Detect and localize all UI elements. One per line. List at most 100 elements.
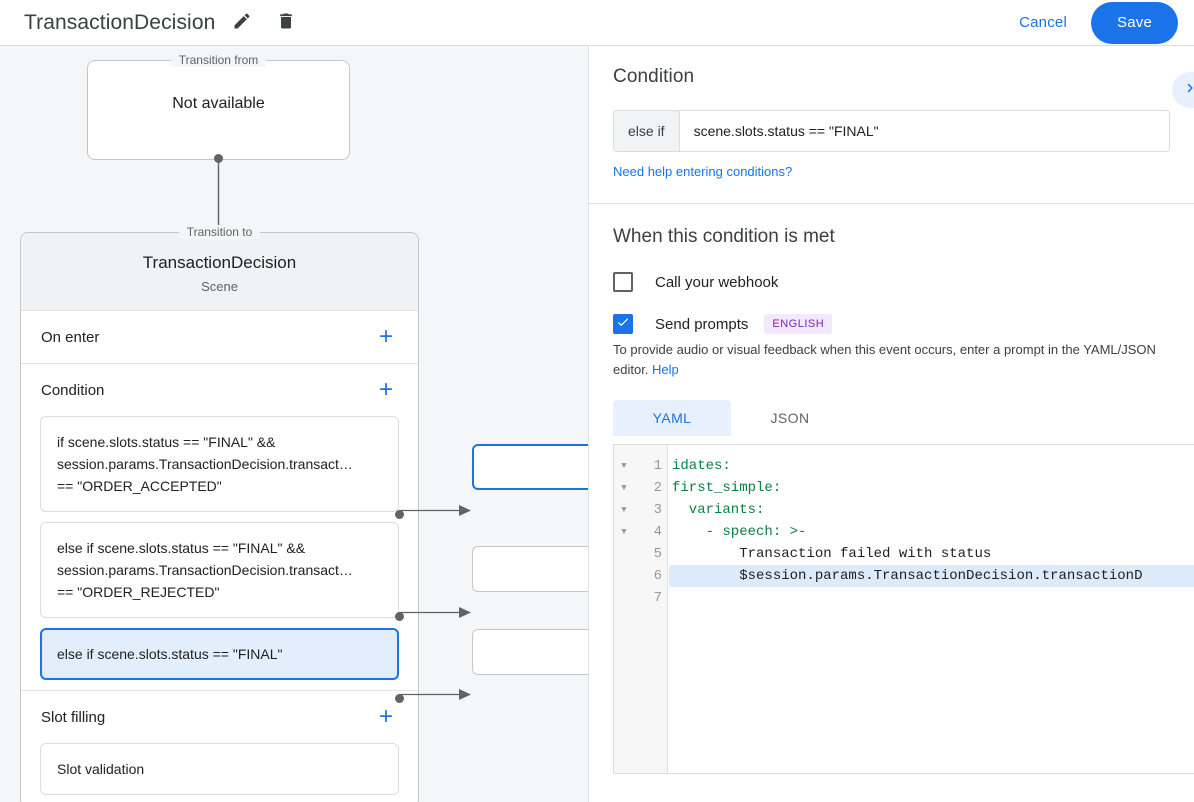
delete-button[interactable]: [269, 6, 303, 40]
condition-item-0-line3: == "ORDER_ACCEPTED": [57, 478, 222, 494]
add-condition-button[interactable]: +: [378, 376, 393, 403]
code-line-2[interactable]: first_simple:: [672, 480, 782, 496]
condition-item-0-line1: if scene.slots.status == "FINAL" &&: [57, 434, 276, 450]
transition-from-box: Transition from Not available: [87, 53, 350, 160]
code-line-5[interactable]: Transaction failed with status: [672, 546, 992, 562]
section-condition-head: Condition +: [21, 364, 418, 416]
help-link[interactable]: Help: [652, 362, 679, 377]
slot-validation-item[interactable]: Slot validation: [40, 743, 399, 795]
fold-toggles[interactable]: ▼ ▼ ▼ ▼: [614, 455, 634, 609]
fold-toggle-4[interactable]: ▼: [621, 527, 627, 537]
condition-item-2-line1: else if scene.slots.status == "FINAL": [57, 646, 283, 662]
connector-dot-2: [395, 694, 404, 703]
code-line-3[interactable]: variants:: [672, 502, 765, 518]
condition-expression-input[interactable]: [679, 111, 1169, 151]
code-line-1[interactable]: idates:: [672, 458, 731, 474]
scene-canvas[interactable]: Transition from Not available Transition…: [0, 46, 588, 802]
transition-from-value: Not available: [172, 95, 265, 112]
chevron-right-icon: [1181, 79, 1194, 102]
scene-card: Transition to TransactionDecision Scene …: [20, 225, 419, 802]
condition-item-2[interactable]: else if scene.slots.status == "FINAL": [40, 628, 399, 680]
edit-name-button[interactable]: [225, 6, 259, 40]
collapse-panel-button[interactable]: [1172, 72, 1194, 108]
add-on-enter-button[interactable]: +: [378, 323, 393, 350]
condition-section: Condition else if Need help entering con…: [589, 46, 1194, 204]
condition-item-1-line3: == "ORDER_REJECTED": [57, 584, 220, 600]
line-number-3: 3: [653, 502, 662, 518]
line-number-5: 5: [653, 546, 662, 562]
condition-input-row: else if: [613, 110, 1170, 152]
fold-toggle-2[interactable]: ▼: [621, 483, 627, 493]
panel-header: Condition: [613, 66, 695, 87]
when-condition-met-section: When this condition is met Call your web…: [589, 204, 1194, 774]
transition-target-box-0[interactable]: [472, 444, 588, 490]
condition-item-0-line2: session.params.TransactionDecision.trans…: [57, 456, 353, 472]
add-slot-filling-button[interactable]: +: [378, 703, 393, 730]
fold-toggle-3[interactable]: ▼: [621, 505, 627, 515]
condition-item-1[interactable]: else if scene.slots.status == "FINAL" &&…: [40, 522, 399, 618]
details-panel: Condition else if Need help entering con…: [588, 46, 1194, 802]
section-slot-filling-head: Slot filling +: [21, 691, 418, 743]
line-number-6: 6: [653, 568, 662, 584]
send-prompts-description-text: To provide audio or visual feedback when…: [613, 342, 1156, 377]
webhook-row: Call your webhook: [613, 272, 1170, 292]
code-area-pad: [669, 445, 1194, 455]
pencil-icon: [232, 11, 252, 34]
check-icon: [616, 315, 630, 334]
transition-target-box-2[interactable]: [472, 629, 588, 675]
scene-type: Scene: [201, 279, 238, 294]
send-prompts-row: Send prompts ENGLISH: [613, 314, 1170, 334]
section-on-enter: On enter +: [21, 311, 418, 364]
trash-icon: [276, 11, 296, 34]
section-on-enter-title: On enter: [41, 328, 100, 346]
canvas-inner: Transition from Not available Transition…: [0, 46, 588, 802]
tab-json[interactable]: JSON: [770, 410, 810, 426]
code-line-7[interactable]: [669, 587, 1194, 609]
line-number-4: 4: [653, 524, 662, 540]
fold-toggle-5: [614, 543, 634, 565]
send-prompts-checkbox[interactable]: [613, 314, 633, 334]
condition-item-1-line2: session.params.TransactionDecision.trans…: [57, 562, 353, 578]
condition-help-link[interactable]: Need help entering conditions?: [613, 164, 793, 179]
scene-header[interactable]: Transition to TransactionDecision Scene: [21, 225, 418, 311]
condition-item-0[interactable]: if scene.slots.status == "FINAL" && sess…: [40, 416, 399, 512]
condition-prefix-label: else if: [614, 111, 680, 151]
call-webhook-label: Call your webhook: [655, 273, 779, 291]
code-line-6[interactable]: $session.params.TransactionDecision.tran…: [669, 565, 1194, 587]
save-button[interactable]: Save: [1091, 1, 1178, 44]
transition-target-box-1[interactable]: [472, 546, 588, 592]
editor-code-area[interactable]: idates: first_simple: variants: - speech:…: [669, 445, 1194, 773]
fold-toggle-6: [614, 565, 634, 587]
section-slot-filling-title: Slot filling: [41, 708, 106, 726]
fold-toggle-7: [614, 587, 634, 609]
language-badge: ENGLISH: [764, 314, 833, 334]
fold-gutter-pad: [614, 445, 634, 455]
code-line-4[interactable]: - speech: >-: [672, 524, 807, 540]
call-webhook-checkbox[interactable]: [613, 272, 633, 292]
line-number-pad: [634, 445, 667, 455]
when-met-heading: When this condition is met: [613, 226, 835, 247]
editor-fold-gutter: ▼ ▼ ▼ ▼: [614, 445, 634, 773]
condition-item-1-line1: else if scene.slots.status == "FINAL" &&: [57, 540, 306, 556]
section-slot-filling: Slot filling + Slot validation: [21, 691, 418, 802]
code-lines[interactable]: idates: first_simple: variants: - speech:…: [669, 455, 1194, 609]
send-prompts-description: To provide audio or visual feedback when…: [613, 340, 1170, 380]
arrow-start-dot: [214, 154, 223, 163]
fold-toggle-1[interactable]: ▼: [621, 461, 627, 471]
section-on-enter-head: On enter +: [21, 311, 418, 363]
connector-dot-1: [395, 612, 404, 621]
top-bar: TransactionDecision Cancel Save: [0, 0, 1194, 46]
tab-yaml[interactable]: YAML: [613, 400, 731, 436]
section-condition-title: Condition: [41, 381, 105, 399]
line-number-7: 7: [653, 590, 662, 606]
section-condition: Condition + if scene.slots.status == "FI…: [21, 364, 418, 691]
page-title: TransactionDecision: [24, 10, 216, 34]
cancel-button[interactable]: Cancel: [1005, 5, 1081, 40]
editor-format-tabs: YAML JSON: [613, 400, 1170, 436]
transition-to-legend: Transition to: [178, 225, 261, 239]
send-prompts-label: Send prompts: [655, 315, 749, 333]
